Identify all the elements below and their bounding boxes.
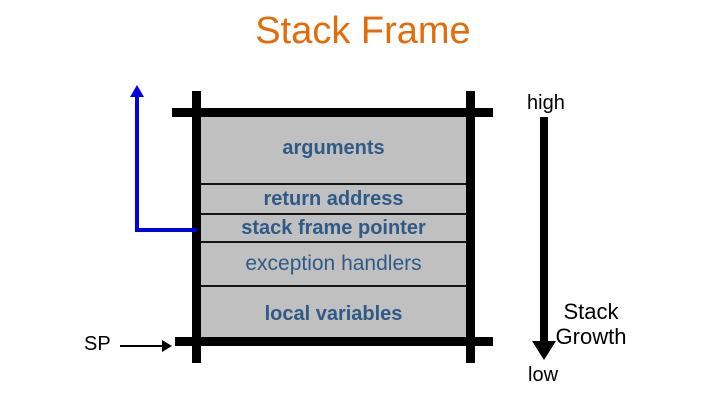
sp-arrow-line [120,345,164,347]
frame-top-bar [172,108,493,117]
stack-growth-arrow-bar [540,117,548,343]
stack-growth-arrow-down-icon [532,341,556,360]
stack-row-stack-frame-pointer: stack frame pointer [201,213,466,241]
stack-row-return-address: return address [201,183,466,213]
frame-pointer-arrow-up-icon [130,85,144,97]
stack-row-arguments: arguments [282,136,385,159]
sp-arrow-right-icon [162,340,172,352]
stack-row-local-variables: local variables [201,285,466,341]
frame-right-rail [466,91,475,363]
frame-left-rail [192,91,201,363]
stack-row-exception-handlers: exception handlers [201,241,466,285]
stack-growth-label: Stack Growth [555,299,627,349]
stack-frame-box: arguments return address stack frame poi… [201,113,466,341]
high-address-label: high [527,92,565,114]
page-title: Stack Frame [255,10,471,52]
sp-label: SP [84,333,111,355]
frame-pointer-arrow-horizontal [135,228,197,232]
frame-pointer-arrow-vertical [135,96,139,232]
low-address-label: low [528,364,559,386]
frame-bottom-bar [175,337,493,346]
